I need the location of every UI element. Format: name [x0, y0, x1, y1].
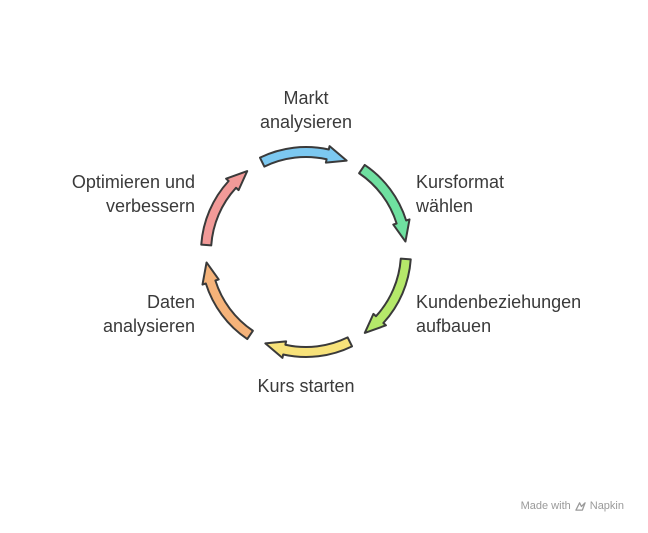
- cycle-arrow-4: [264, 336, 354, 359]
- label-step-1-line-1: Markt: [283, 88, 329, 108]
- cycle-arrow-5: [201, 261, 254, 341]
- label-step-2: Kursformat wählen: [416, 170, 504, 218]
- label-step-3-line-2: aufbauen: [416, 316, 492, 336]
- label-step-4: Kurs starten: [228, 374, 384, 398]
- label-step-3-line-1: Kundenbeziehungen: [416, 292, 582, 312]
- cycle-arrow-6: [200, 170, 249, 247]
- napkin-logo-icon: [575, 501, 586, 511]
- watermark-brand: Napkin: [589, 500, 624, 512]
- label-step-2-line-2: wählen: [416, 196, 474, 216]
- label-step-5-line-1: Daten: [146, 292, 195, 312]
- label-step-2-line-1: Kursformat: [416, 172, 505, 192]
- label-step-1: Markt analysieren: [228, 86, 384, 134]
- watermark: Made with Napkin: [521, 500, 624, 512]
- label-step-6-line-1: Optimieren und: [71, 172, 195, 192]
- cycle-arrow-1: [258, 145, 348, 168]
- label-step-6-line-2: verbessern: [105, 196, 195, 216]
- label-step-4-line-1: Kurs starten: [257, 376, 355, 396]
- label-step-5: Daten analysieren: [103, 290, 195, 338]
- label-step-5-line-2: analysieren: [102, 316, 195, 336]
- label-step-6: Optimieren und verbessern: [72, 170, 195, 218]
- label-step-3: Kundenbeziehungen aufbauen: [416, 290, 581, 338]
- label-step-1-line-2: analysieren: [259, 112, 353, 132]
- watermark-made-with: Made with: [520, 500, 571, 512]
- cycle-arrow-2: [358, 163, 411, 243]
- cycle-arrow-3: [363, 257, 412, 334]
